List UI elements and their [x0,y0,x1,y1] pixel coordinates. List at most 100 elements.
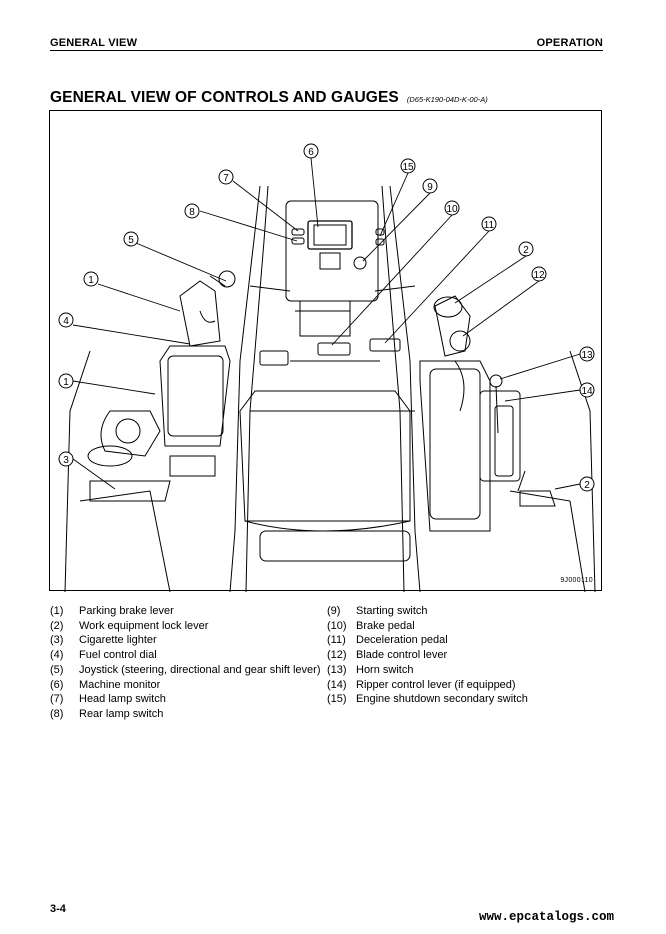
callout-13: 13 [579,346,595,362]
legend-item: (2) Work equipment lock lever [50,619,321,634]
legend-item: (4) Fuel control dial [50,648,321,663]
legend-item: (12) Blade control lever [327,648,528,663]
legend-item: (14) Ripper control lever (if equipped) [327,678,528,693]
svg-text:8: 8 [189,207,195,218]
legend-num: (15) [327,693,347,706]
callout-5: 5 [123,231,139,247]
legend-text: Fuel control dial [79,649,157,662]
legend-num: (14) [327,678,347,691]
legend-num: (9) [327,605,341,617]
legend-item: (1) Parking brake lever [50,604,321,619]
dash-console [249,200,416,337]
legend-num: (13) [327,663,347,676]
callout-4: 4 [58,312,74,328]
legend-column-1: (1) Parking brake lever (2) Work equipment… [50,604,321,722]
legend-num: (1) [50,605,64,617]
legend-text: Engine shutdown secondary switch [356,693,528,706]
svg-text:4: 4 [63,316,69,327]
legend-num: (3) [50,634,64,647]
legend-item: (15) Engine shutdown secondary switch [327,692,528,707]
legend-item: (3) Cigarette lighter [50,633,321,648]
legend-num: (12) [327,649,347,662]
legend-num: (7) [50,693,64,706]
svg-text:14: 14 [581,386,593,397]
cab-frame [64,185,596,592]
callout-6: 6 [303,143,319,159]
legend-text: Work equipment lock lever [79,619,209,632]
svg-text:5: 5 [128,235,134,246]
callout-1-mid: 1 [58,373,74,389]
legend-column-2: (9) Starting switch (10) Brake pedal (11) D… [327,604,528,707]
callout-12: 12 [531,266,547,282]
legend-num: (2) [50,619,64,632]
section-code: (D65-K190-04D-K-00-A) [406,95,488,104]
svg-text:2: 2 [584,480,590,491]
callout-7: 7 [218,169,234,185]
controls-drawing [64,157,596,592]
callout-1-top: 1 [83,271,99,287]
left-console [87,270,236,502]
legend-text: Starting switch [356,605,428,617]
legend-item: (6) Machine monitor [50,678,321,693]
callout-8: 8 [184,203,200,219]
header-right: OPERATION [536,37,603,49]
legend-num: (5) [50,663,64,676]
legend-text: Blade control lever [356,649,448,662]
legend-item: (11) Deceleration pedal [327,633,528,648]
legend-text: Ripper control lever (if equipped) [356,678,516,691]
svg-text:9: 9 [427,182,433,193]
legend-num: (4) [50,649,64,662]
page-number: 3-4 [50,903,66,915]
section-title: GENERAL VIEW OF CONTROLS AND GAUGES (D65-… [50,89,488,107]
callout-15: 15 [400,158,416,174]
legend-text: Joystick (steering, directional and gear… [79,663,321,676]
svg-text:13: 13 [581,350,593,361]
legend-item: (9) Starting switch [327,604,528,619]
legend-item: (5) Joystick (steering, directional and g… [50,663,321,678]
section-title-text: GENERAL VIEW OF CONTROLS AND GAUGES [50,89,399,106]
watermark-link[interactable]: www.epcatalogs.com [478,910,614,924]
figure-code: 9J000110 [560,577,593,584]
svg-text:7: 7 [223,173,229,184]
svg-text:1: 1 [88,275,94,286]
svg-text:6: 6 [308,147,314,158]
legend-num: (8) [50,707,64,720]
svg-text:15: 15 [402,162,414,173]
operator-seat [239,390,415,562]
legend-text: Rear lamp switch [79,707,164,720]
callout-2-bottom: 2 [579,476,595,492]
legend-text: Brake pedal [356,619,415,632]
svg-text:12: 12 [533,270,545,281]
legend-item: (10) Brake pedal [327,619,528,634]
header-left: GENERAL VIEW [50,37,138,49]
svg-text:1: 1 [63,377,69,388]
legend-text: Machine monitor [79,678,161,691]
legend-num: (11) [327,634,346,647]
legend-text: Horn switch [356,663,414,676]
header-rule [50,50,603,51]
callout-14: 14 [579,382,595,398]
legend-num: (10) [327,619,347,632]
legend-item: (8) Rear lamp switch [50,707,321,722]
legend-text: Deceleration pedal [356,634,448,647]
controls-figure: 6 15 7 9 8 10 11 5 2 12 1 4 13 1 14 3 2 … [49,110,602,592]
svg-text:2: 2 [523,245,529,256]
svg-text:11: 11 [484,220,495,231]
pedals [259,310,401,366]
callout-9: 9 [422,178,438,194]
svg-text:3: 3 [63,455,69,466]
legend-text: Cigarette lighter [79,634,157,647]
legend-num: (6) [50,678,64,691]
callout-2-top: 2 [518,241,534,257]
legend-item: (7) Head lamp switch [50,692,321,707]
svg-text:10: 10 [446,204,458,215]
legend-item: (13) Horn switch [327,663,528,678]
right-console [419,295,556,532]
legend-text: Head lamp switch [79,693,166,706]
callout-layer: 6 15 7 9 8 10 11 5 2 12 1 4 13 1 14 3 2 [58,143,595,492]
callout-3: 3 [58,451,74,467]
callout-11: 11 [481,216,497,232]
leader-lines [72,157,581,490]
callout-10: 10 [444,200,460,216]
legend-text: Parking brake lever [79,605,174,617]
